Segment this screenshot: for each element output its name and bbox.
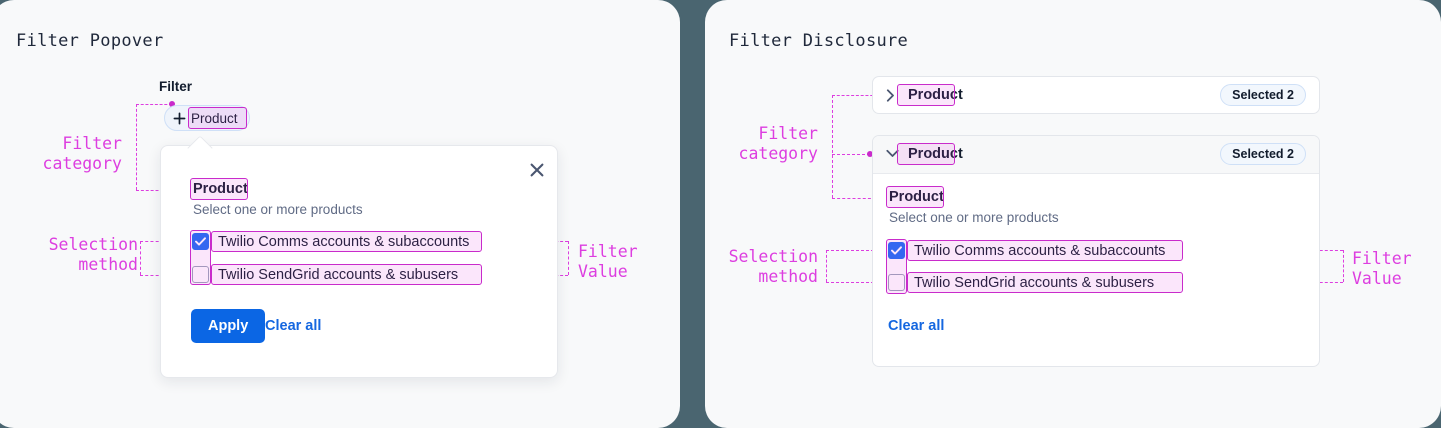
popover-field-title: Product [193,181,248,197]
apply-button[interactable]: Apply [191,309,266,343]
checkbox-row-sendgrid[interactable]: Twilio SendGrid accounts & subusers [192,266,458,283]
disclosure-title: Product [908,87,963,103]
checkbox-row-comms[interactable]: Twilio Comms accounts & subaccounts [192,233,469,250]
annotation-filter-category-left: Filter category [42,134,122,173]
clear-all-link[interactable]: Clear all [265,318,322,334]
checkbox-checked-icon[interactable] [192,233,209,250]
checkbox-label: Twilio SendGrid accounts & subusers [914,274,1155,291]
disclosure-field-help: Select one or more products [889,210,1059,225]
checkbox-label: Twilio SendGrid accounts & subusers [218,266,459,283]
filter-popover [160,145,558,378]
checkbox-label: Twilio Comms accounts & subaccounts [914,242,1166,259]
checkbox-label: Twilio Comms accounts & subaccounts [218,233,470,250]
checkbox-row-comms-right[interactable]: Twilio Comms accounts & subaccounts [888,242,1165,259]
close-icon[interactable] [526,159,548,181]
page-title-left: Filter Popover [16,31,164,51]
annotation-filter-category-right: Filter category [738,124,818,163]
divider [873,173,1319,174]
disclosure-card-expanded [872,135,1320,367]
disclosure-title: Product [908,145,963,162]
clear-all-link-right[interactable]: Clear all [888,318,945,334]
connector-dot [169,101,175,107]
chevron-down-icon[interactable] [886,149,900,158]
disclosure-header-expanded[interactable]: Product Selected 2 [872,135,1320,172]
annotation-selection-method-right: Selection method [728,247,818,286]
annotation-filter-value-left: Filter Value [578,242,638,281]
status-badge: Selected 2 [1220,84,1306,106]
disclosure-header-collapsed[interactable]: Product Selected 2 [872,76,1320,114]
annotation-filter-value-right: Filter Value [1352,249,1412,288]
disclosure-field-title: Product [889,189,944,205]
popover-field-help: Select one or more products [193,202,363,217]
plus-icon [173,112,186,125]
chevron-right-icon[interactable] [886,88,900,102]
checkbox-unchecked-icon[interactable] [192,266,209,283]
status-badge: Selected 2 [1220,142,1306,165]
connector-dot [867,151,873,157]
checkbox-checked-icon[interactable] [888,242,905,259]
filter-trigger-chip[interactable]: Product [164,105,250,131]
annotation-selection-method-left: Selection method [48,235,138,274]
checkbox-unchecked-icon[interactable] [888,274,905,291]
page-title-right: Filter Disclosure [729,31,909,51]
filter-label: Filter [159,79,193,94]
checkbox-row-sendgrid-right[interactable]: Twilio SendGrid accounts & subusers [888,274,1154,291]
filter-trigger-chip-label: Product [191,110,238,126]
